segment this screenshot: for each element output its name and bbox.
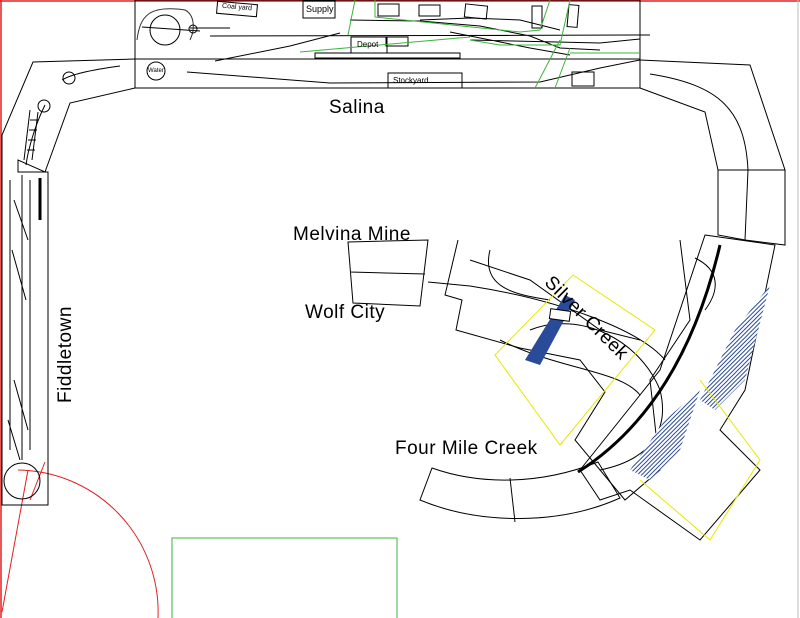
door-swing-arc: [17, 469, 159, 618]
salina-benchwork: [134, 0, 651, 89]
right-benchwork: [639, 59, 786, 246]
overlay-outlines: [494, 274, 761, 541]
fiddletown-benchwork: [1, 58, 136, 506]
town-label-melvina-mine: Melvina Mine: [293, 224, 411, 245]
melvina-wolf-city-benchwork: [347, 239, 691, 501]
town-label-wolf-city: Wolf City: [305, 302, 386, 323]
bridge: [548, 308, 572, 322]
town-label-salina: Salina: [329, 97, 385, 118]
wiring: [299, 0, 640, 89]
river: [700, 285, 770, 410]
structure-label-stockyard: Stockyard: [393, 76, 429, 85]
door-line: [29, 461, 46, 501]
four-mile-creek-benchwork: [419, 461, 621, 523]
green-area: [171, 537, 398, 618]
door-line: [1, 469, 29, 613]
town-label-fiddletown: Fiddletown: [55, 306, 76, 403]
structure-label-supply: Supply: [306, 4, 334, 14]
town-label-four-mile-creek: Four Mile Creek: [395, 438, 538, 459]
structure-label-depot: Depot: [357, 40, 379, 49]
river: [630, 390, 700, 480]
structure-label-water: Water: [148, 68, 164, 74]
